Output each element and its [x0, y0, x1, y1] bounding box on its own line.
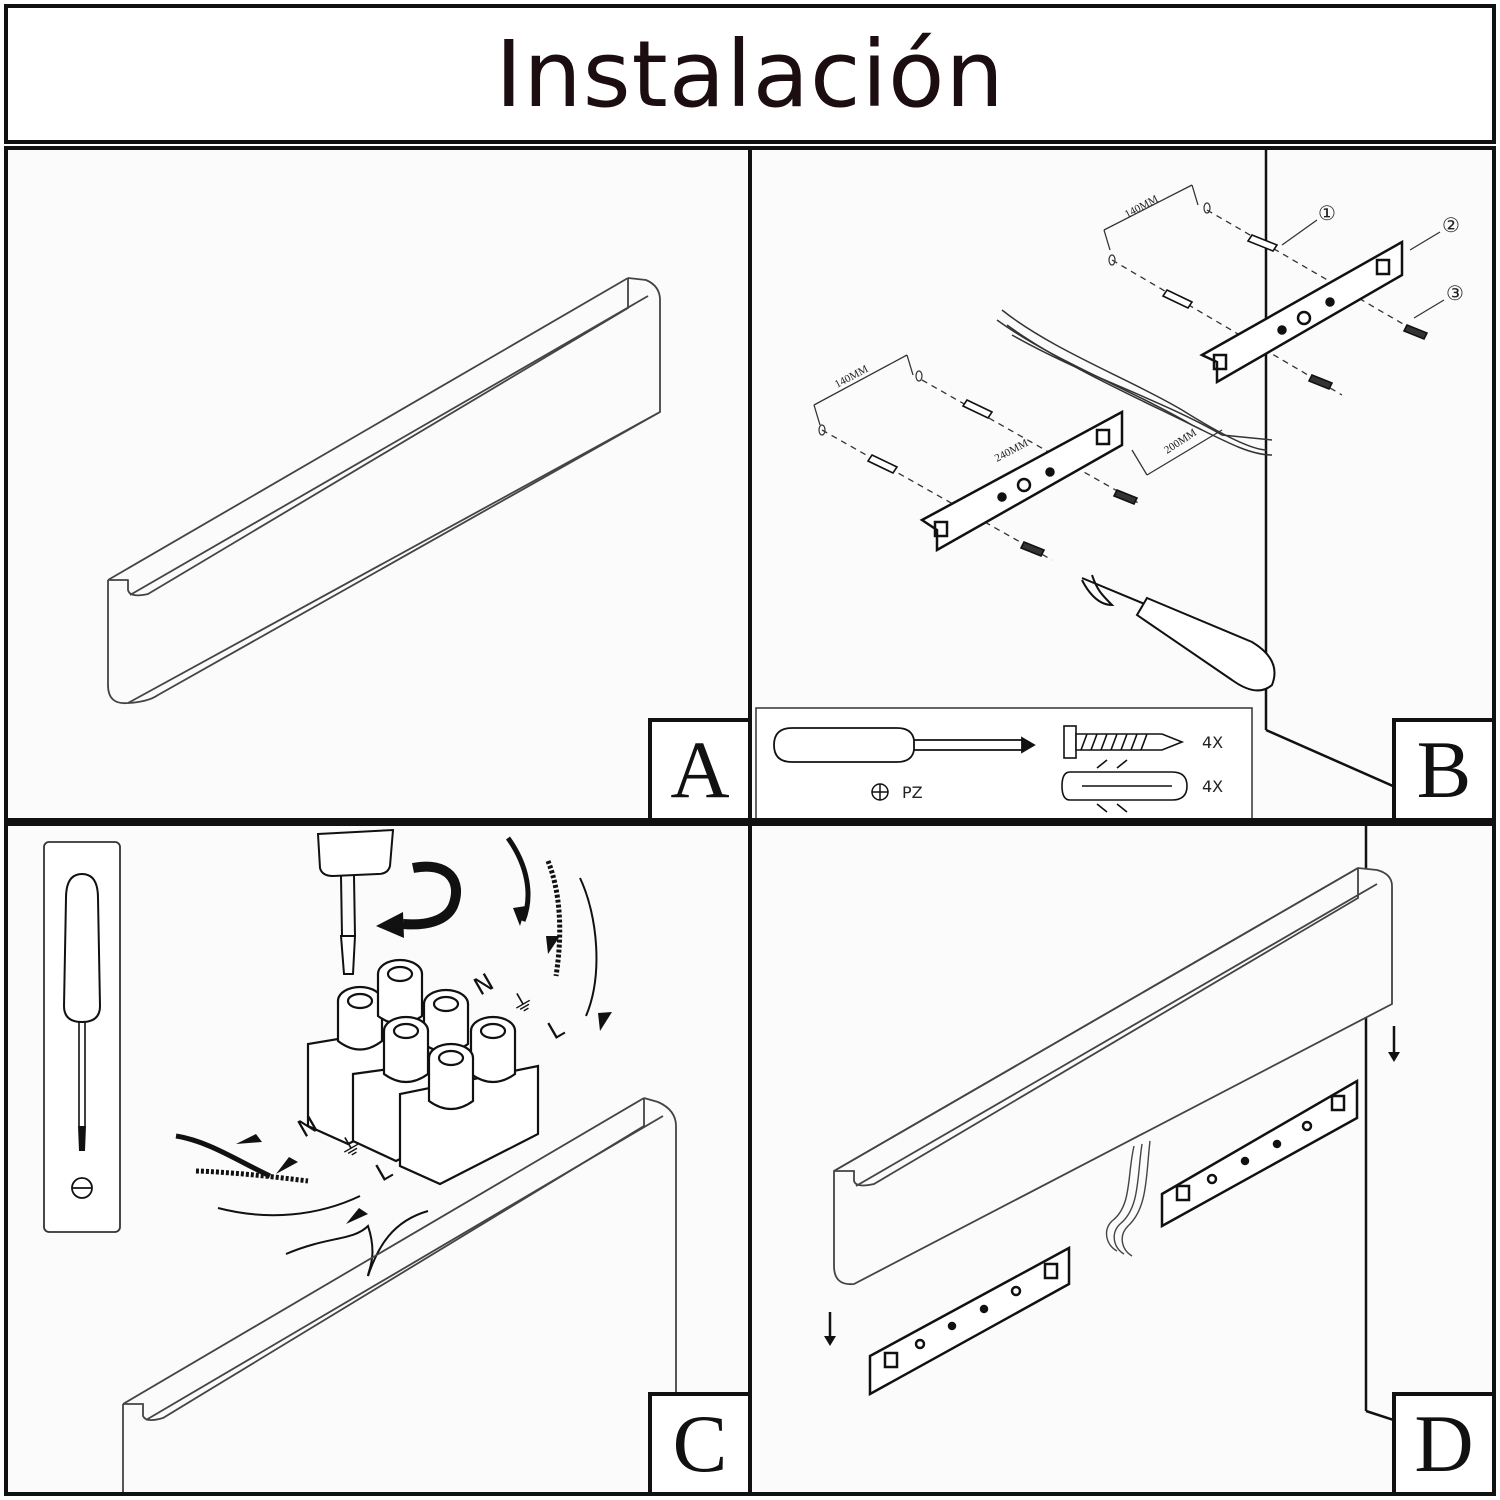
callout-leaders [1281, 219, 1445, 319]
incoming-wires-top [505, 836, 598, 1017]
callout-2: ② [1442, 215, 1460, 237]
terminal-top-l: L [543, 1014, 569, 1045]
panel-b-drawing: 140MM 140MM 240MM 200MM ① ② ③ [755, 150, 1464, 818]
electric-wires [996, 309, 1273, 456]
panel-a: A [4, 146, 752, 822]
dim-bracket-length: 240MM [993, 437, 1031, 465]
terminal-top-earth: ⏚ [505, 985, 540, 1021]
screwdriver-assembly [1081, 574, 1276, 692]
dimension-lines [813, 184, 1223, 476]
terminal-top-n: N [469, 968, 499, 1001]
panel-d-label-box: D [1392, 1392, 1492, 1492]
lamp-fixture [833, 867, 1393, 1286]
panel-c-label-box: C [648, 1392, 748, 1492]
direction-arrows [236, 906, 612, 1224]
panel-d-label: D [1414, 1398, 1474, 1489]
dimension-labels: 140MM 140MM 240MM 200MM [833, 193, 1199, 465]
screwdriver-top [316, 828, 395, 975]
lamp-body-partial [122, 1097, 677, 1492]
panel-b-label: B [1416, 724, 1472, 815]
panel-d: D [748, 822, 1496, 1496]
tools-inset: PZ 4X 4X [755, 707, 1253, 818]
wall-lamp-fixture [107, 277, 661, 705]
drill-marks [818, 202, 1211, 436]
terminal-block [306, 958, 540, 1186]
panel-d-drawing [824, 826, 1413, 1428]
alignment-dashes [821, 209, 1423, 561]
title-bar: Instalación [4, 4, 1496, 144]
screw-icon [1063, 725, 1185, 759]
wires [1105, 1140, 1151, 1257]
mounting-bracket-right [1160, 1078, 1359, 1229]
down-arrow-icons [824, 1026, 1400, 1346]
incoming-wires-bottom [175, 1133, 429, 1277]
panel-a-drawing [107, 277, 661, 705]
dim-offset: 200MM [1162, 427, 1199, 457]
mounting-bracket-left [919, 409, 1124, 553]
mounting-bracket-left [868, 1245, 1071, 1397]
panel-b: 140MM 140MM 240MM 200MM ① ② ③ [748, 146, 1496, 822]
page-title: Instalación [495, 20, 1005, 128]
panel-c: N ⏚ L N ⏚ L C [4, 822, 752, 1496]
screwdriver-type: PZ [902, 783, 923, 802]
panel-a-label: A [670, 724, 730, 815]
rotate-arrow-icon [376, 861, 462, 938]
callout-1: ① [1318, 203, 1336, 225]
anchor-icon [1061, 759, 1188, 813]
pz-icon [871, 783, 889, 801]
callout-3: ③ [1446, 283, 1464, 305]
panel-c-drawing: N ⏚ L N ⏚ L [43, 828, 677, 1492]
screw-quantity: 4X [1202, 733, 1223, 752]
panel-b-label-box: B [1392, 718, 1492, 818]
screws-and-anchors [866, 234, 1429, 558]
screwdriver-card [43, 841, 121, 1233]
wall-corner [1264, 150, 1403, 792]
anchor-quantity: 4X [1202, 777, 1223, 796]
screwdriver-tool [773, 727, 1036, 763]
panel-a-label-box: A [648, 718, 748, 818]
callout-numbers: ① ② ③ [1318, 203, 1464, 305]
dim-top-spacing: 140MM [1123, 193, 1161, 221]
mounting-bracket-right [1199, 239, 1404, 385]
dim-left-spacing: 140MM [833, 363, 871, 391]
panel-c-label: C [672, 1398, 728, 1489]
